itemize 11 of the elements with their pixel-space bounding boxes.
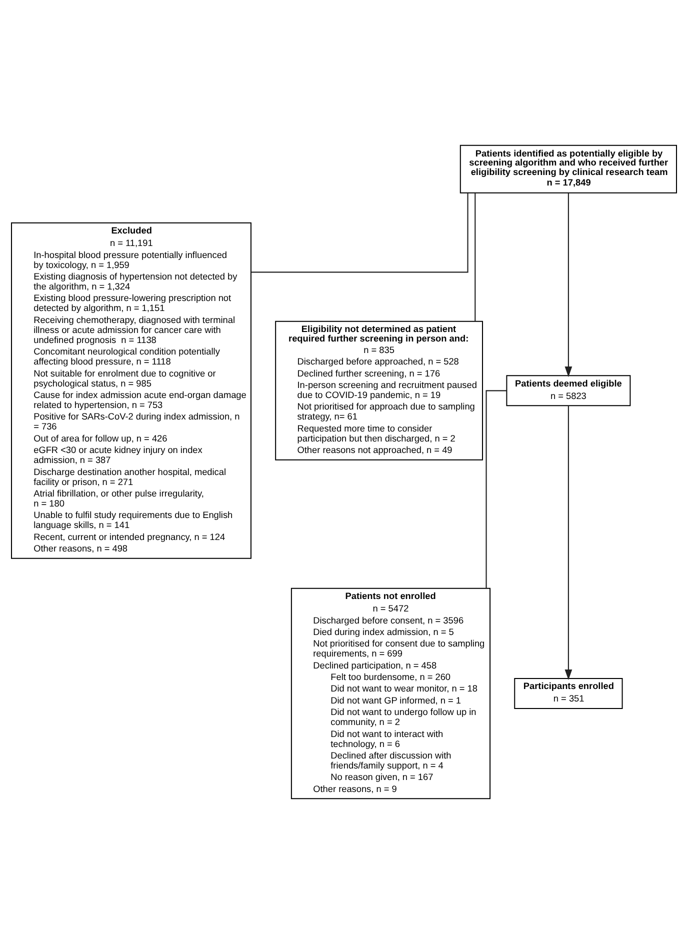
node-box: Eligibility not determined as patient required further screening in person and: n = 835 Discharged before approached, n = 528 Declined further screening, n = 176 In-person screening and recruitment paused due to COVID-19 pandemic, n = 19 Not prioritised for approach due to sampling strategy, n= 61 Requested more time to consider participation but then discharged, n = 2 Other reasons not approached, n = 49: [275, 320, 483, 460]
node-box: Participants enrolled n = 351: [514, 678, 623, 710]
arrow: [564, 406, 572, 680]
node-box: Patients identified as potentially eligible by screening algorithm and who received further eligibility screening by clinical research team n = 17,849: [460, 144, 677, 194]
node-box: Excluded n = 11,191 In-hospital blood pressure potentially influenced by toxicology, n = 1,959 Existing diagnosis of hypertension not detected by the algorithm, n = 1,324 Existing blood pressure-lowering prescription not detected by algorithm, n = 1,151 Receiving chemotherapy, diagnosed with terminal illness or acute admission for cancer care with undefined prognosis n = 1138 Concomitant neurological condition potentially affecting blood pressure, n = 1118 Not suitable for enrolment due to cognitive or psychological status, n = 985 Cause for index admission acute end-organ damage related to hypertension, n = 753 Positive for SARs-CoV-2 during index admission, n = 736 Out of area for follow up, n = 426 eGFR <30 or acute kidney injury on index admission, n = 387 Discharge destination another hospital, medical facility or prison, n = 271 Atrial fibrillation, or other pulse irregularity, n = 180 Unable to fulfil study requirements due to English language skills, n = 141 Recent, current or intended pregnancy, n = 124 Other reasons, n = 498: [11, 222, 252, 559]
node-box: Patients not enrolled n = 5472 Discharged before consent, n = 3596 Died during index admission, n = 5 Not prioritised for consent due to sampling requirements, n = 699 Declined participation, n = 458 Felt too burdensome, n = 260 Did not want to wear monitor, n = 18 Did not want GP informed, n = 1 Did not want to undergo follow up in community, n = 2 Did not want to interact with technology, n = 6 Declined after discussion with friends/family support, n = 4 No reason given, n = 167 Other reasons, n = 9: [290, 588, 491, 800]
connector: [486, 390, 507, 588]
connector: [251, 193, 468, 273]
arrow: [564, 193, 572, 378]
connector: [474, 193, 476, 322]
node-box: Patients deemed eligible n = 5823: [506, 375, 631, 406]
